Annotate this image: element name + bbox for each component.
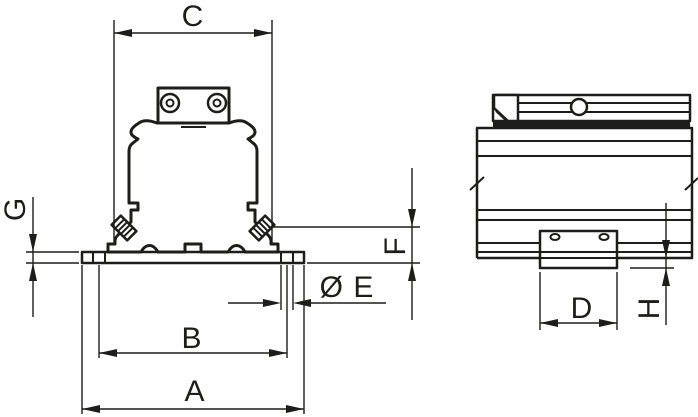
- dim-label-e: Ø E: [319, 271, 375, 304]
- dimension-h: [630, 203, 674, 325]
- mounting-bracket: [156, 86, 231, 128]
- dimension-d: [539, 272, 618, 330]
- profile-outline: [106, 119, 280, 254]
- break-mark-left: [469, 176, 485, 191]
- dimension-f: [268, 168, 420, 320]
- dim-label-g: G: [0, 196, 32, 222]
- break-mark-right: [684, 177, 698, 191]
- rail-hole: [569, 97, 589, 117]
- base-plate: [80, 250, 306, 265]
- side-foot-plate: [538, 229, 619, 270]
- rail-clamp-block: [492, 93, 520, 123]
- dimension-b: [98, 265, 288, 358]
- screw-boss-right: [248, 214, 276, 242]
- dim-label-d: D: [570, 292, 594, 325]
- dim-label-f: F: [379, 236, 412, 256]
- side-view: [469, 93, 698, 330]
- dim-label-a: A: [184, 375, 206, 408]
- dimension-a: [81, 265, 305, 414]
- dimension-c: [113, 20, 273, 244]
- dim-label-h: H: [633, 296, 666, 320]
- side-body: [469, 126, 698, 260]
- dimension-e: [228, 265, 386, 310]
- screw-boss-left: [110, 214, 138, 242]
- dim-label-b: B: [181, 322, 203, 355]
- front-view: [26, 20, 420, 414]
- side-rail: [491, 93, 692, 127]
- dim-label-c: C: [181, 0, 205, 33]
- dimension-g: [26, 197, 79, 317]
